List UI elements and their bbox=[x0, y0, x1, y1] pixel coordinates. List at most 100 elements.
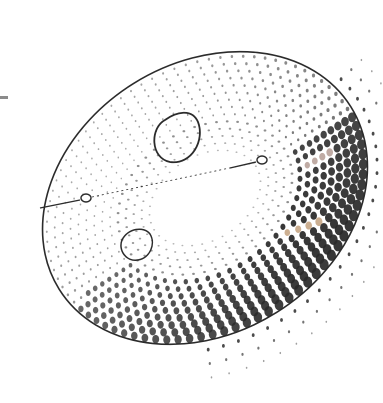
halftone-dot bbox=[105, 119, 107, 121]
halftone-dot bbox=[250, 149, 252, 151]
halftone-dot bbox=[80, 177, 82, 179]
halftone-dot bbox=[117, 311, 123, 318]
halftone-dot bbox=[89, 247, 91, 249]
halftone-dot bbox=[215, 293, 221, 300]
halftone-dot bbox=[75, 171, 77, 173]
halftone-dot bbox=[139, 238, 141, 240]
halftone-dot bbox=[311, 129, 314, 132]
halftone-dot bbox=[270, 114, 272, 117]
halftone-dot bbox=[102, 211, 104, 213]
halftone-dot bbox=[186, 334, 194, 343]
halftone-dot bbox=[101, 220, 103, 222]
halftone-dot bbox=[211, 262, 214, 264]
halftone-dot bbox=[264, 150, 266, 152]
halftone-dot bbox=[144, 273, 148, 278]
halftone-dot bbox=[246, 122, 249, 124]
halftone-dot bbox=[111, 235, 113, 237]
halftone-dot bbox=[54, 216, 56, 218]
halftone-dot bbox=[171, 273, 174, 275]
halftone-dot bbox=[97, 127, 99, 129]
outer-dot bbox=[222, 344, 225, 348]
halftone-dot bbox=[132, 301, 137, 307]
halftone-dot bbox=[65, 175, 67, 177]
halftone-dot bbox=[267, 65, 270, 68]
halftone-dot bbox=[328, 177, 335, 186]
halftone-dot bbox=[218, 78, 220, 81]
halftone-dot bbox=[235, 258, 238, 260]
halftone-dot bbox=[326, 187, 333, 196]
halftone-dot bbox=[169, 172, 171, 174]
halftone-dot bbox=[286, 214, 291, 220]
halftone-dot bbox=[128, 234, 131, 236]
halftone-dot bbox=[312, 157, 318, 164]
halftone-dot bbox=[73, 301, 75, 304]
halftone-dot bbox=[305, 181, 310, 188]
halftone-dot bbox=[125, 183, 128, 185]
halftone-dot bbox=[328, 158, 335, 166]
halftone-dot bbox=[243, 155, 245, 157]
halftone-dot bbox=[272, 164, 274, 166]
outer-dot bbox=[329, 298, 331, 301]
halftone-dot bbox=[197, 258, 199, 260]
halftone-dot bbox=[151, 101, 153, 103]
halftone-dot bbox=[102, 230, 104, 232]
halftone-dot bbox=[336, 163, 343, 172]
halftone-dot bbox=[274, 90, 276, 93]
halftone-dot bbox=[204, 145, 206, 147]
halftone-dot bbox=[93, 296, 98, 302]
halftone-dot bbox=[320, 113, 323, 117]
halftone-dot bbox=[131, 332, 138, 340]
edge-fragment-mark bbox=[0, 96, 8, 99]
halftone-dot bbox=[69, 281, 71, 284]
halftone-dot bbox=[348, 135, 356, 145]
halftone-dot bbox=[82, 146, 84, 148]
halftone-dot bbox=[162, 118, 164, 120]
halftone-dot bbox=[179, 293, 184, 299]
halftone-dot bbox=[70, 228, 72, 230]
halftone-dot bbox=[326, 148, 333, 156]
halftone-dot bbox=[147, 320, 153, 328]
halftone-dot bbox=[227, 268, 232, 274]
halftone-dot bbox=[78, 213, 80, 215]
halftone-dot bbox=[229, 77, 231, 80]
halftone-dot bbox=[193, 299, 199, 306]
halftone-dot bbox=[264, 87, 266, 90]
halftone-dot bbox=[228, 98, 230, 100]
halftone-dot bbox=[267, 176, 269, 178]
halftone-dot bbox=[141, 171, 144, 173]
halftone-dot bbox=[101, 169, 103, 171]
halftone-dot bbox=[267, 209, 269, 211]
halftone-dot bbox=[49, 200, 51, 202]
halftone-dot bbox=[257, 212, 259, 214]
halftone-dot bbox=[121, 329, 127, 337]
halftone-dot bbox=[207, 80, 209, 83]
halftone-dot bbox=[152, 268, 155, 270]
halftone-dot bbox=[165, 166, 167, 168]
halftone-dot bbox=[310, 212, 317, 220]
halftone-dot bbox=[239, 129, 242, 131]
halftone-dot bbox=[57, 277, 59, 280]
halftone-dot bbox=[56, 179, 58, 181]
halftone-dot bbox=[206, 276, 211, 282]
halftone-dot bbox=[151, 182, 153, 184]
halftone-dot bbox=[217, 99, 219, 101]
halftone-dot bbox=[86, 290, 91, 296]
halftone-dot bbox=[94, 317, 100, 324]
halftone-dot bbox=[297, 84, 300, 88]
halftone-dot bbox=[198, 284, 203, 290]
halftone-dot bbox=[304, 134, 306, 137]
halftone-dot bbox=[250, 140, 252, 142]
halftone-dot bbox=[114, 243, 116, 245]
halftone-dot bbox=[261, 254, 266, 261]
halftone-dot bbox=[144, 264, 147, 266]
halftone-dot bbox=[260, 180, 262, 182]
halftone-dot bbox=[129, 283, 133, 288]
halftone-dot bbox=[214, 268, 217, 270]
halftone-dot bbox=[225, 264, 228, 266]
halftone-dot bbox=[63, 212, 65, 214]
halftone-dot bbox=[306, 89, 309, 93]
halftone-dot bbox=[343, 158, 351, 168]
halftone-dot bbox=[174, 307, 180, 314]
outer-dot bbox=[252, 333, 255, 337]
